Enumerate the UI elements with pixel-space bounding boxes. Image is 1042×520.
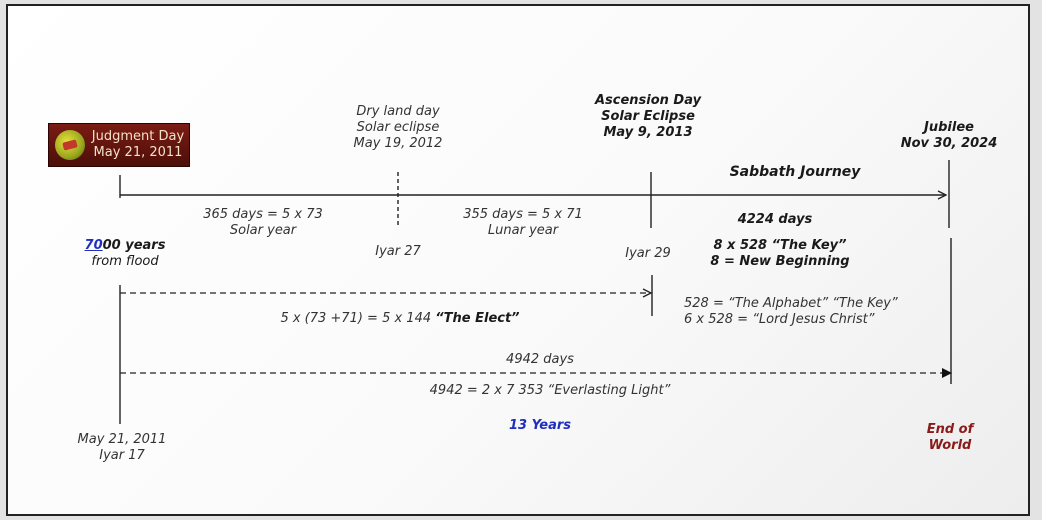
origin-line1: 7000 years — [70, 238, 180, 254]
sabbath-new-beginning: 8 = New Beginning — [710, 254, 850, 269]
ascension-line1: Ascension Day — [594, 93, 702, 108]
ascension-label: Ascension Day Solar Eclipse May 9, 2013 — [588, 93, 708, 141]
lunar-line1: 355 days = 5 x 71 — [463, 207, 583, 222]
lunar-span-label: 355 days = 5 x 71 Lunar year — [448, 207, 598, 239]
start-date-line1: May 21, 2011 — [77, 432, 167, 447]
end-of-world-label: End of World — [910, 422, 990, 454]
jubilee-line2: Nov 30, 2024 — [900, 136, 998, 151]
elect-formula: 5 x (73 +71) = 5 x 144 — [280, 311, 436, 326]
end-line2: World — [928, 438, 972, 453]
sabbath-days: 4224 days — [737, 212, 813, 227]
globe-logo-icon — [55, 130, 85, 160]
lunar-line2: Lunar year — [487, 223, 559, 238]
solar-span-label: 365 days = 5 x 73 Solar year — [188, 207, 338, 239]
elect-bold: “The Elect” — [435, 311, 520, 326]
solar-line2: Solar year — [229, 223, 297, 238]
years-label: 13 Years — [508, 418, 572, 433]
judgment-day-badge: Judgment Day May 21, 2011 — [48, 123, 190, 167]
iyar-29-label: Iyar 29 — [625, 246, 671, 261]
badge-line2: May 21, 2011 — [93, 145, 183, 160]
start-date-line2: Iyar 17 — [99, 448, 145, 463]
elect-label: 5 x (73 +71) = 5 x 144 “The Elect” — [280, 311, 520, 327]
alphabet-line1: 528 = “The Alphabet” “The Key” — [684, 296, 898, 311]
total-days: 4942 days — [506, 352, 574, 367]
origin-line2: from flood — [91, 254, 159, 269]
ascension-line2: Solar Eclipse — [601, 109, 695, 124]
dry-land-line3: May 19, 2012 — [353, 136, 443, 151]
total-formula: 4942 = 2 x 7 353 “Everlasting Light” — [429, 383, 671, 398]
dry-land-line2: Solar eclipse — [356, 120, 440, 135]
timeline-slide — [6, 4, 1030, 516]
end-line1: End of — [926, 422, 974, 437]
origin-highlight: 70 — [84, 238, 103, 253]
badge-line1: Judgment Day — [91, 129, 185, 144]
alphabet-label: 528 = “The Alphabet” “The Key” 6 x 528 =… — [684, 296, 904, 328]
origin-label: 7000 years from flood — [70, 238, 180, 270]
origin-rest: 00 years — [102, 238, 166, 253]
dry-land-label: Dry land day Solar eclipse May 19, 2012 — [338, 104, 458, 152]
solar-line1: 365 days = 5 x 73 — [203, 207, 323, 222]
jubilee-label: Jubilee Nov 30, 2024 — [889, 120, 1009, 152]
start-date-label: May 21, 2011 Iyar 17 — [62, 432, 182, 464]
alphabet-line2: 6 x 528 = “Lord Jesus Christ” — [684, 312, 875, 327]
iyar-27-label: Iyar 27 — [375, 244, 421, 259]
jubilee-line1: Jubilee — [924, 120, 974, 135]
sabbath-key-label: 8 x 528 “The Key” 8 = New Beginning — [700, 238, 860, 270]
dry-land-line1: Dry land day — [356, 104, 440, 119]
ascension-line3: May 9, 2013 — [603, 125, 693, 140]
sabbath-key: 8 x 528 “The Key” — [713, 238, 847, 253]
sabbath-journey-title: Sabbath Journey — [729, 164, 861, 180]
